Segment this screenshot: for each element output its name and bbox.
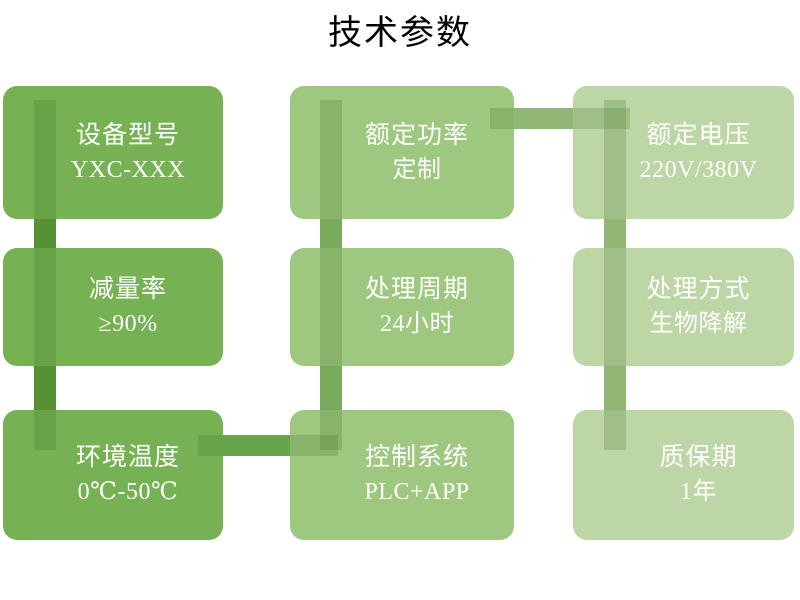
node-reduction[interactable]: 减量率 ≥90% xyxy=(3,248,223,366)
node-model-value: YXC-XXX xyxy=(70,156,186,183)
node-warranty[interactable]: 质保期 1年 xyxy=(573,410,794,540)
node-temperature-text: 环境温度 0℃-50℃ xyxy=(46,441,180,509)
node-model[interactable]: 设备型号 YXC-XXX xyxy=(3,86,223,219)
node-power-text: 额定功率 定制 xyxy=(335,119,469,187)
node-reduction-label: 减量率 xyxy=(88,276,167,303)
node-cycle-value: 24小时 xyxy=(379,311,454,337)
node-control[interactable]: 控制系统 PLC+APP xyxy=(290,410,514,540)
page-title: 技术参数 xyxy=(328,15,472,52)
node-method-text: 处理方式 生物降解 xyxy=(616,273,750,341)
node-model-label: 设备型号 xyxy=(75,121,180,149)
node-voltage-text: 额定电压 220V/380V xyxy=(610,119,758,187)
node-voltage-value: 220V/380V xyxy=(639,156,758,183)
node-warranty-label: 质保期 xyxy=(659,444,738,471)
node-temperature-value: 0℃-50℃ xyxy=(77,479,179,505)
node-power-value: 定制 xyxy=(392,156,442,183)
node-cycle-label: 处理周期 xyxy=(364,276,469,303)
node-voltage[interactable]: 额定电压 220V/380V xyxy=(573,86,794,219)
node-power-label: 额定功率 xyxy=(364,121,469,149)
node-reduction-text: 减量率 ≥90% xyxy=(59,273,167,341)
node-control-text: 控制系统 PLC+APP xyxy=(334,441,469,509)
node-warranty-value: 1年 xyxy=(679,479,717,505)
node-cycle[interactable]: 处理周期 24小时 xyxy=(290,248,514,366)
node-control-value: PLC+APP xyxy=(364,479,470,505)
node-power[interactable]: 额定功率 定制 xyxy=(290,86,514,219)
node-cycle-text: 处理周期 24小时 xyxy=(335,273,469,341)
node-method-label: 处理方式 xyxy=(646,276,751,303)
node-model-text: 设备型号 YXC-XXX xyxy=(41,119,185,187)
node-temperature-label: 环境温度 xyxy=(75,444,180,471)
node-method[interactable]: 处理方式 生物降解 xyxy=(573,248,794,366)
node-warranty-text: 质保期 1年 xyxy=(629,441,737,509)
node-method-value: 生物降解 xyxy=(649,311,748,337)
node-temperature[interactable]: 环境温度 0℃-50℃ xyxy=(3,410,223,540)
node-voltage-label: 额定电压 xyxy=(646,121,751,149)
node-control-label: 控制系统 xyxy=(364,444,469,471)
node-reduction-value: ≥90% xyxy=(98,311,158,337)
